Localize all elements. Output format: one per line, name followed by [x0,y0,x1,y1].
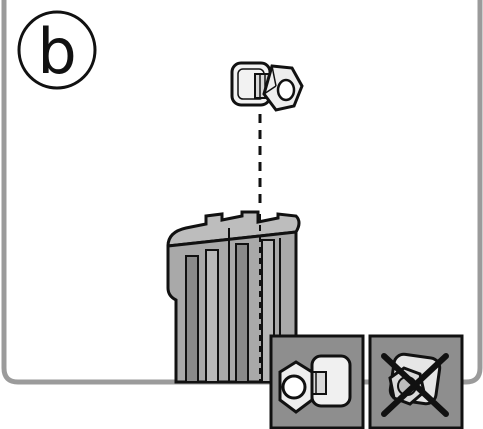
incorrect-orientation-panel [370,336,462,428]
t-nut-bolt-icon [232,63,302,110]
step-badge: b [19,12,95,88]
correct-orientation-panel [271,336,363,428]
step-badge-label: b [37,15,76,88]
